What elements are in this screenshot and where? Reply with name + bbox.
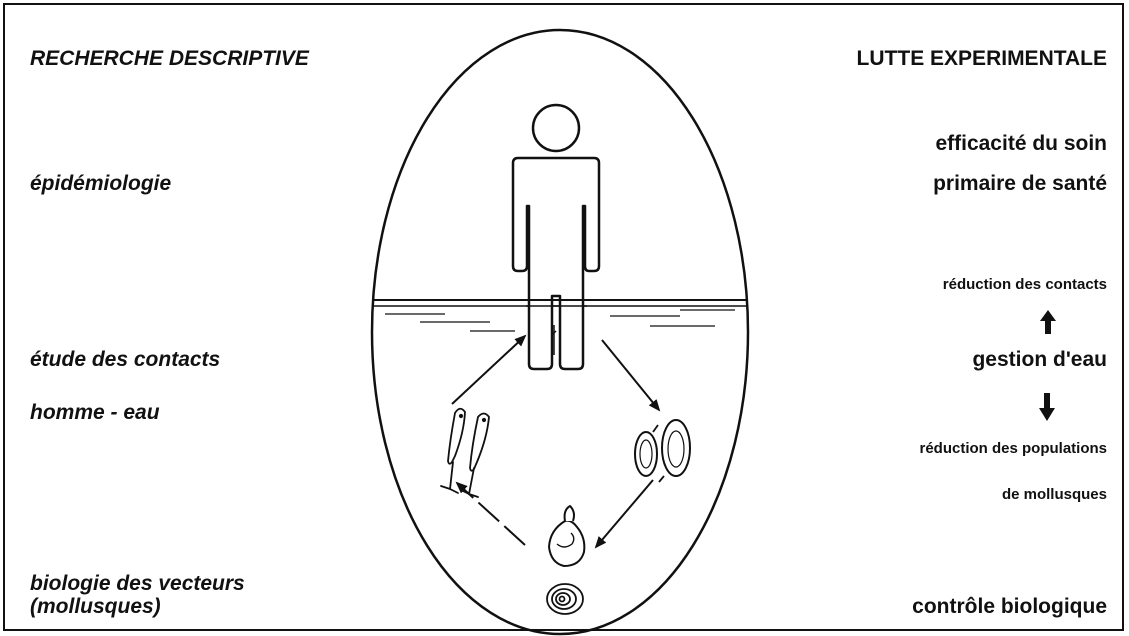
- cercariae-icon: [441, 409, 489, 497]
- planorbis-snail-icon: [547, 584, 583, 614]
- arrow-eggs-to-snail: [596, 480, 653, 547]
- arrow-cercariae-to-human: [452, 336, 525, 404]
- arrow-up-icon: [1040, 310, 1056, 334]
- bulinus-snail-icon: [549, 506, 584, 566]
- human-icon: [513, 105, 599, 369]
- arrow-human-to-eggs: [602, 340, 659, 410]
- eggs-icon: [635, 420, 690, 482]
- arrow-down-icon: [1039, 393, 1055, 421]
